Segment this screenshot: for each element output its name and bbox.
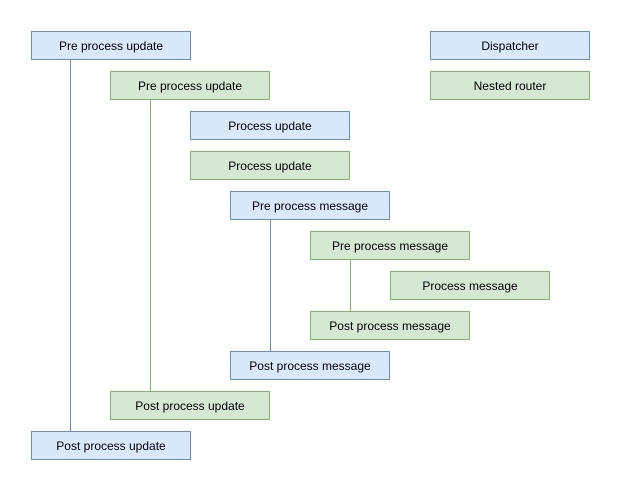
node-router-process-update: Process update [190,151,350,180]
node-dispatcher-post-process-update: Post process update [31,431,191,460]
legend-nested-router: Nested router [430,71,590,100]
node-router-process-message: Process message [390,271,550,300]
connector-dispatcher-update-lifeline [70,60,71,431]
connector-dispatcher-message-lifeline [270,220,271,351]
node-router-pre-process-message: Pre process message [310,231,470,260]
node-dispatcher-post-process-message: Post process message [230,351,390,380]
node-dispatcher-pre-process-update: Pre process update [31,31,191,60]
node-router-post-process-message: Post process message [310,311,470,340]
node-router-post-process-update: Post process update [110,391,270,420]
node-router-pre-process-update: Pre process update [110,71,270,100]
connector-router-message-lifeline [350,260,351,311]
legend-dispatcher: Dispatcher [430,31,590,60]
node-dispatcher-pre-process-message: Pre process message [230,191,390,220]
connector-router-update-lifeline [150,100,151,391]
node-dispatcher-process-update: Process update [190,111,350,140]
